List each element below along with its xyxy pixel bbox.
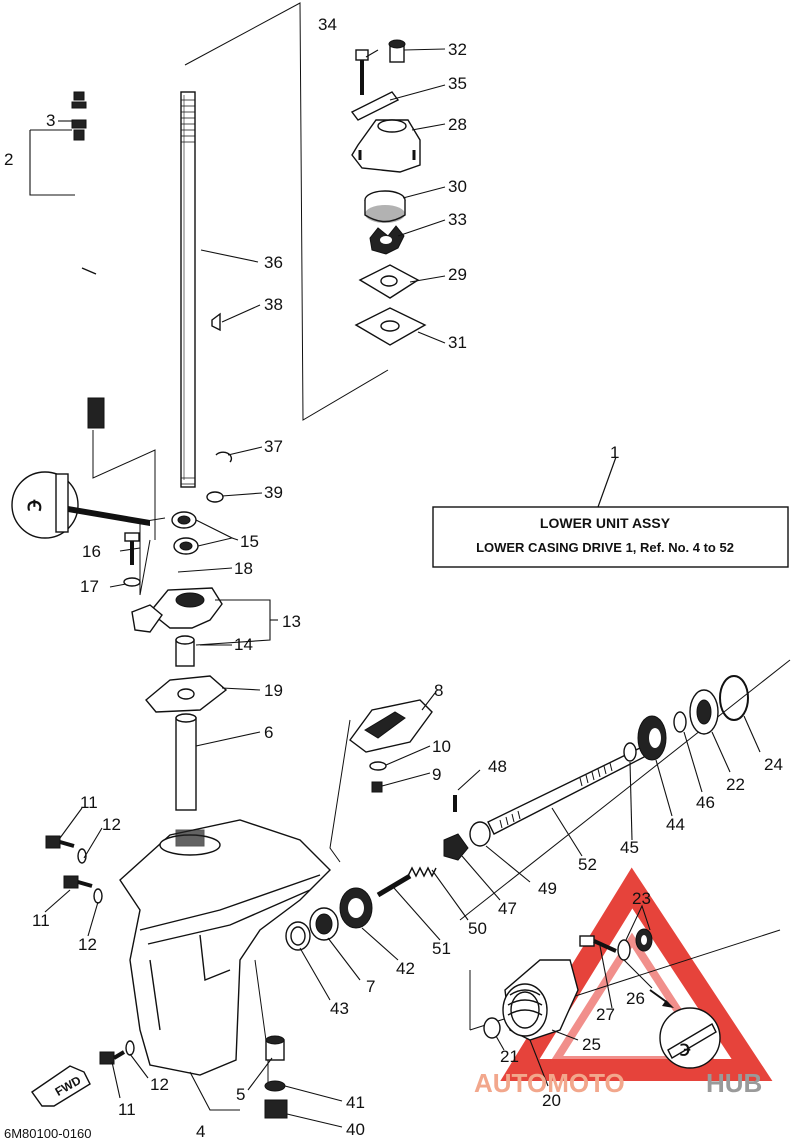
callout-43: 43	[330, 999, 349, 1018]
callout-11a: 11	[80, 793, 98, 812]
callout-10: 10	[432, 737, 451, 756]
callout-51: 51	[432, 939, 451, 958]
callout-9: 9	[432, 765, 441, 784]
callout-46: 46	[696, 793, 715, 812]
watermark-text-primary: AUTOMOTO	[474, 1068, 625, 1098]
callout-28: 28	[448, 115, 467, 134]
drawing-code: 6M80100-0160	[4, 1126, 91, 1141]
lower-casing	[119, 819, 331, 1076]
callout-38: 38	[264, 295, 283, 314]
callout-37: 37	[264, 437, 283, 456]
callout-6: 6	[264, 723, 273, 742]
callout-12c: 12	[150, 1075, 169, 1094]
callout-17: 17	[80, 577, 99, 596]
callout-49: 49	[538, 879, 557, 898]
callout-25: 25	[582, 1035, 601, 1054]
callout-2: 2	[4, 150, 13, 169]
grease-inset: Ꞓ	[11, 471, 150, 539]
title-box-line2: LOWER CASING DRIVE 1, Ref. No. 4 to 52	[476, 540, 734, 555]
watermark	[500, 867, 773, 1081]
drive-shaft	[180, 91, 196, 488]
leader-lines	[29, 48, 761, 1128]
callout-11c: 11	[118, 1100, 136, 1119]
small-fasteners	[206, 312, 233, 503]
callout-15: 15	[240, 532, 259, 551]
casing-bolts	[45, 835, 135, 1065]
callout-52: 52	[578, 855, 597, 874]
callout-18: 18	[234, 559, 253, 578]
callout-42: 42	[396, 959, 415, 978]
shaft-housing: Ꞓ	[483, 928, 721, 1069]
callout-16: 16	[82, 542, 101, 561]
callout-33: 33	[448, 210, 467, 229]
svg-text:Ꞓ: Ꞓ	[679, 1040, 691, 1057]
fwd-arrow: FWD	[31, 1065, 91, 1107]
callout-11b: 11	[32, 911, 50, 930]
callout-41: 41	[346, 1093, 365, 1112]
water-pump-parts	[350, 39, 427, 346]
watermark-text-secondary: HUB	[706, 1068, 762, 1098]
callout-numbers: 1 2 3 4 5 6 7 8 9 10 11 11 11 12 12 12 1…	[4, 15, 783, 1141]
callout-30: 30	[448, 177, 467, 196]
drain-plug-parts	[264, 1035, 288, 1119]
watermark-triangle	[500, 867, 773, 1081]
callout-8: 8	[434, 681, 443, 700]
title-box-line1: LOWER UNIT ASSY	[540, 515, 671, 531]
callout-31: 31	[448, 333, 467, 352]
callout-44: 44	[666, 815, 685, 834]
callout-34: 34	[318, 15, 337, 34]
callout-22: 22	[726, 775, 745, 794]
callout-23: 23	[632, 889, 651, 908]
callout-19: 19	[264, 681, 283, 700]
callout-50: 50	[468, 919, 487, 938]
callout-13: 13	[282, 612, 301, 631]
callout-40: 40	[346, 1120, 365, 1139]
callout-7: 7	[366, 977, 375, 996]
watermark-wordmark: AUTOMOTO HUB	[474, 1068, 762, 1098]
propeller-shaft-gears	[285, 675, 749, 951]
assembly-guide-lines	[92, 2, 791, 1085]
callout-20: 20	[542, 1091, 561, 1110]
callout-3: 3	[46, 111, 55, 130]
callout-45: 45	[620, 838, 639, 857]
callout-1: 1	[610, 443, 619, 462]
callout-47: 47	[498, 899, 517, 918]
bearing-housing	[123, 511, 228, 811]
svg-text:Ꞓ: Ꞓ	[24, 499, 44, 512]
callout-12a: 12	[102, 815, 121, 834]
callout-39: 39	[264, 483, 283, 502]
callout-12b: 12	[78, 935, 97, 954]
callout-24: 24	[764, 755, 783, 774]
callout-26: 26	[626, 989, 645, 1008]
title-box: LOWER UNIT ASSY LOWER CASING DRIVE 1, Re…	[432, 456, 789, 568]
shift-rod	[71, 91, 105, 429]
callout-4: 4	[196, 1122, 205, 1141]
callout-36: 36	[264, 253, 283, 272]
callout-48: 48	[488, 757, 507, 776]
callout-32: 32	[448, 40, 467, 59]
callout-35: 35	[448, 74, 467, 93]
callout-14: 14	[234, 635, 253, 654]
callout-21: 21	[500, 1047, 519, 1066]
callout-29: 29	[448, 265, 467, 284]
callout-5: 5	[236, 1085, 245, 1104]
callout-27: 27	[596, 1005, 615, 1024]
